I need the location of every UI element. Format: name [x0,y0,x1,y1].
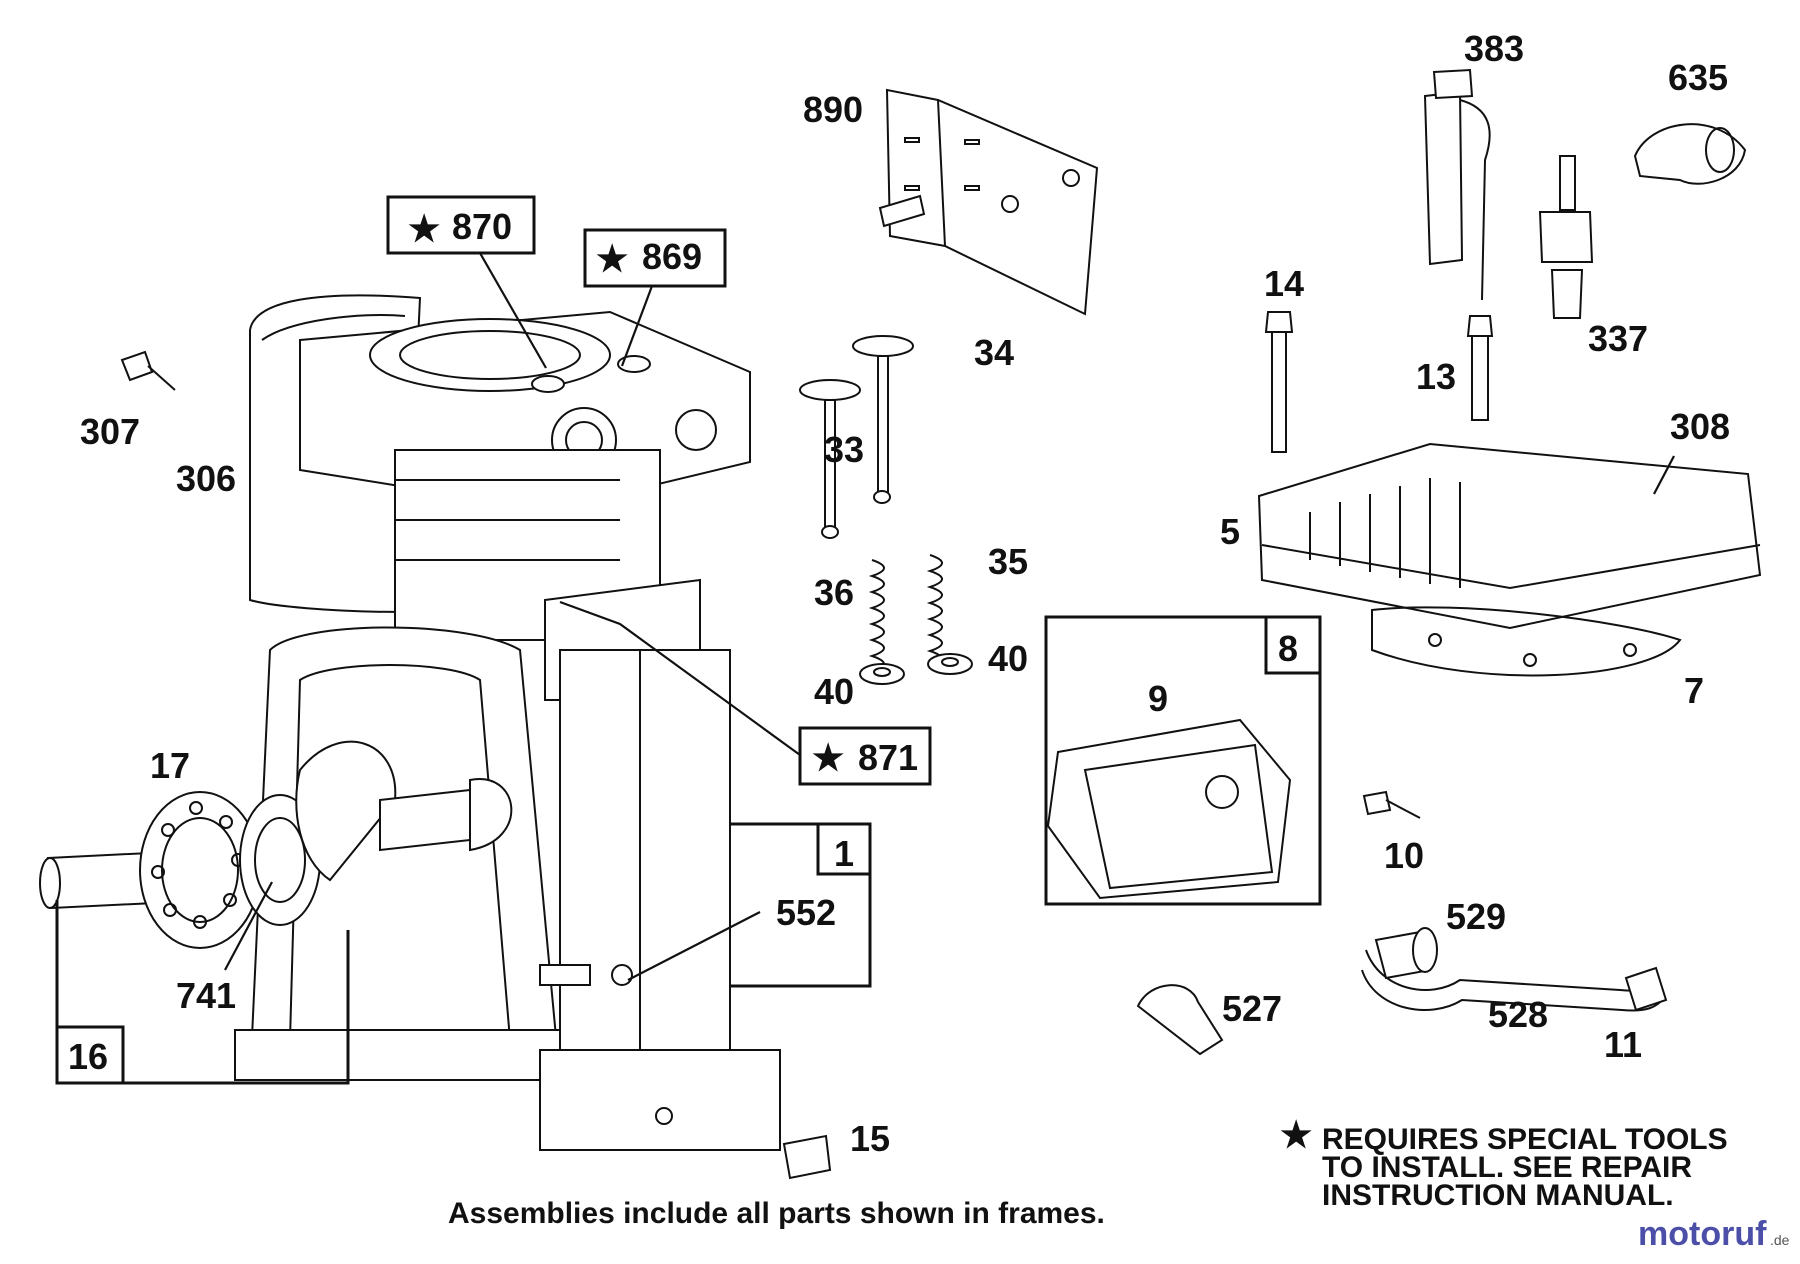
cylinder-cover-drawing [1257,442,1762,677]
breather-tube-drawing [782,927,1668,1180]
callout-890: 890 [803,89,863,130]
callout-9: 9 [1148,678,1168,719]
callout-552: 552 [776,892,836,933]
frame-assembly-16-tag [55,1025,125,1085]
callout-1: 1 [834,833,854,874]
callout-16: 16 [68,1036,108,1077]
ignition-parts-drawing [1423,68,1747,319]
bracket-drawing [878,88,1099,316]
callout-34: 34 [974,332,1014,373]
breather-drawing [1046,718,1292,900]
frame-special-870 [386,195,536,255]
callout-529: 529 [1446,896,1506,937]
watermark-text: motoruf [1638,1215,1767,1253]
callout-527: 527 [1222,988,1282,1029]
crankshaft-drawing [39,740,513,949]
callout-528: 528 [1488,994,1548,1035]
callout-306: 306 [176,458,236,499]
valve-springs-drawing [859,554,973,685]
frame-assembly-1-tag [816,822,872,876]
callout-337: 337 [1588,318,1648,359]
special-tools-note-line-3: INSTRUCTION MANUAL. [1322,1179,1674,1212]
assembly-frames [55,195,1322,1085]
valves-drawing [799,335,914,539]
frame-assembly-8-tag [1264,615,1322,675]
special-tool-star: ★ [408,208,440,249]
special-tool-star: ★ [1280,1114,1312,1155]
callout-307: 307 [80,411,140,452]
callout-13: 13 [1416,356,1456,397]
special-tool-star: ★ [812,737,844,778]
callout-40: 40 [814,671,854,712]
frame-assembly-8 [1044,615,1322,906]
callout-5: 5 [1220,511,1240,552]
frame-assembly-16 [55,900,350,1085]
callout-15: 15 [850,1118,890,1159]
callout-869: 869 [642,236,702,277]
notes: Assemblies include all parts shown in fr… [448,1114,1728,1230]
callout-741: 741 [176,975,236,1016]
cylinder-block-drawing [234,294,781,1151]
callout-10: 10 [1384,835,1424,876]
leader-lines [224,252,1675,981]
frame-special-869 [583,228,727,288]
bolts-drawing [120,311,1494,819]
watermark-logo: motoruf .de [1638,1215,1790,1253]
special-tool-star: ★ [596,238,628,279]
callout-308: 308 [1670,406,1730,447]
callout-7: 7 [1684,670,1704,711]
callout-14: 14 [1264,263,1304,304]
frame-special-871 [798,726,932,786]
special-tools-note-line-1: REQUIRES SPECIAL TOOLS [1322,1123,1728,1156]
special-tools-note-line-2: TO INSTALL. SEE REPAIR [1322,1151,1692,1184]
callout-17: 17 [150,745,190,786]
frame-assembly-1 [730,822,872,988]
callout-36: 36 [814,572,854,613]
watermark-suffix: .de [1770,1232,1790,1248]
callout-11: 11 [1604,1024,1642,1065]
callout-870: 870 [452,206,512,247]
callout-383: 383 [1464,28,1524,69]
callout-8: 8 [1278,628,1298,669]
callout-871: 871 [858,737,918,778]
callout-33: 33 [824,429,864,470]
callout-40: 40 [988,638,1028,679]
callout-labels: 890 ★ 870 ★ 869 307 306 34 33 35 36 40 4… [68,28,1730,1159]
callout-35: 35 [988,541,1028,582]
callout-635: 635 [1668,57,1728,98]
frames-note: Assemblies include all parts shown in fr… [448,1197,1105,1230]
